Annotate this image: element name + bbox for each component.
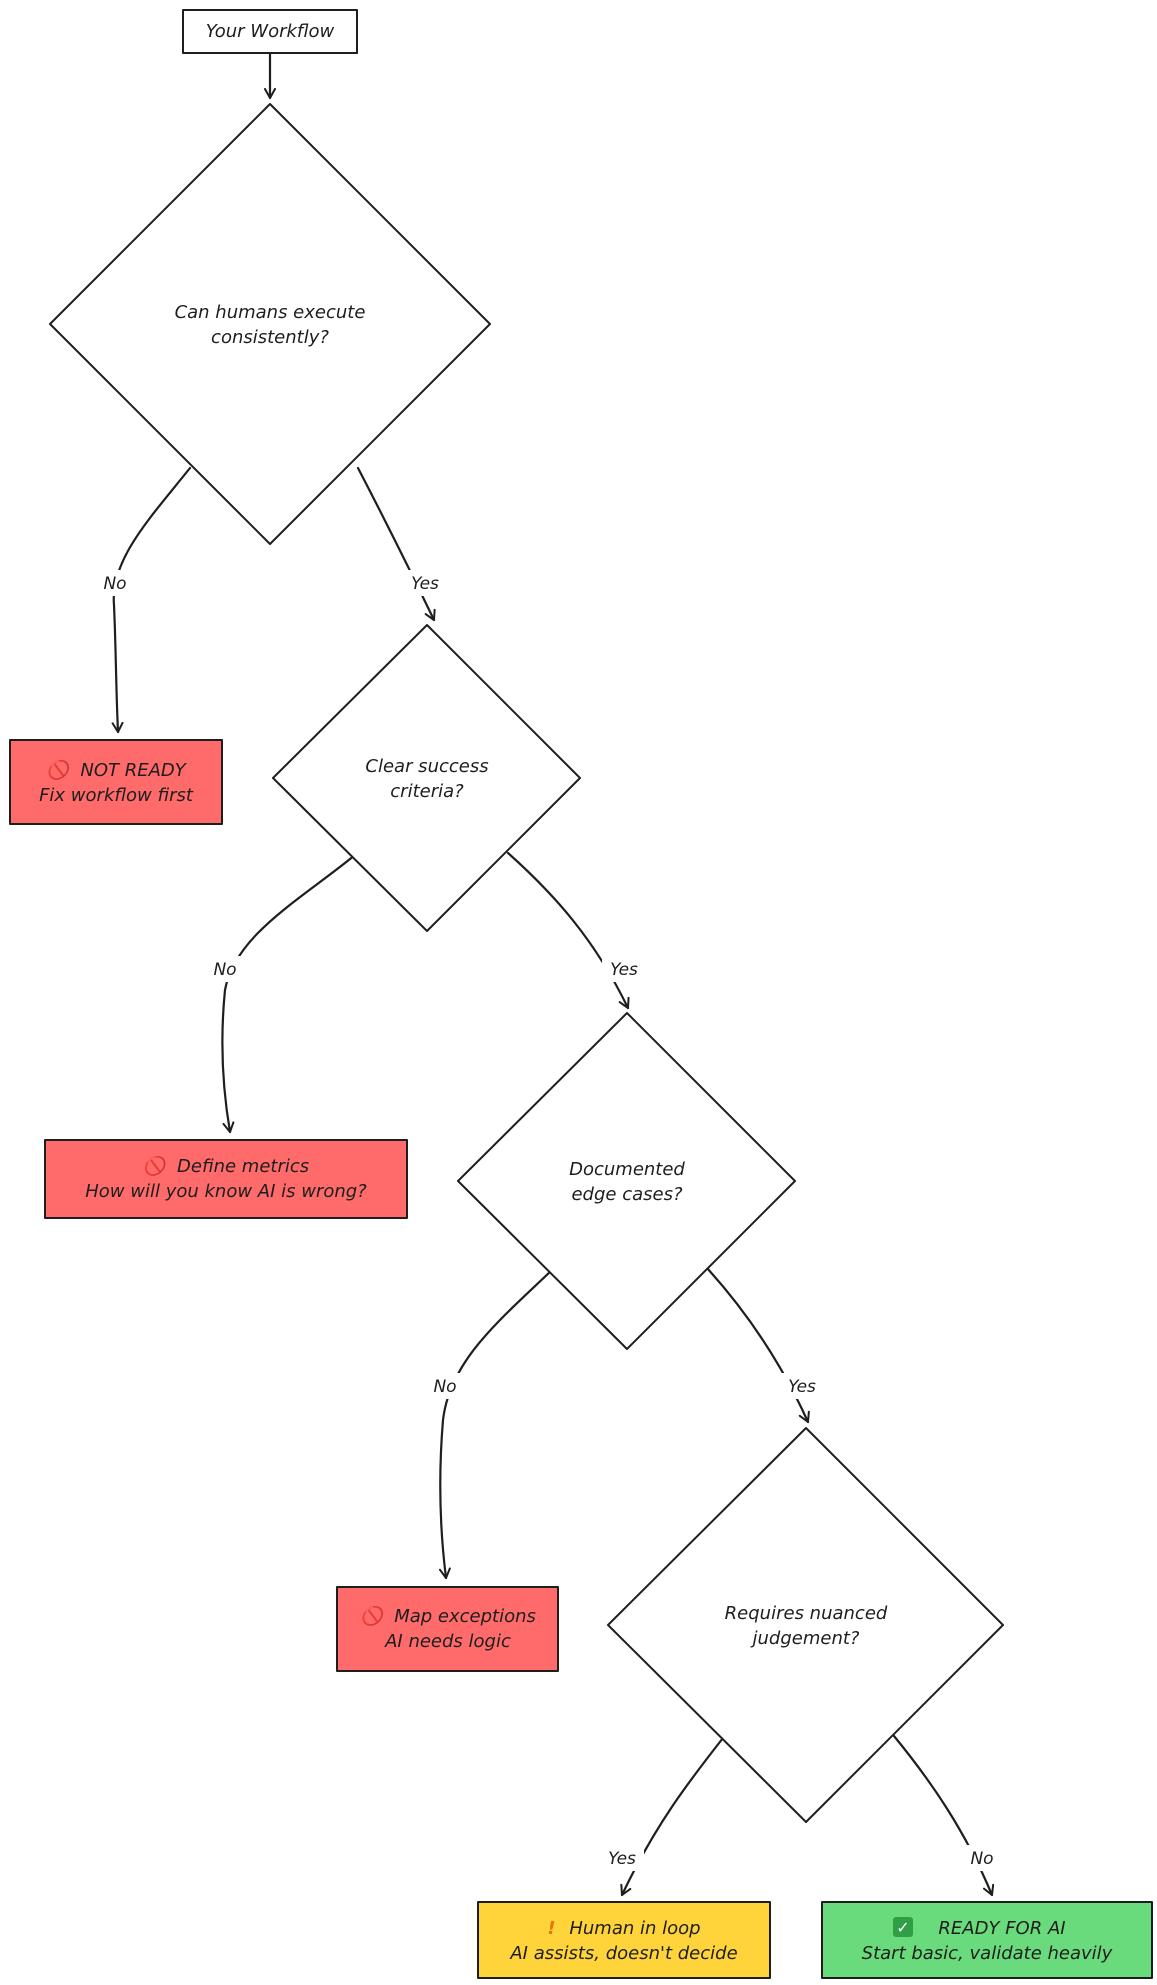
- svg-text:Can humans execute: Can humans execute: [175, 302, 366, 323]
- svg-text:AI needs logic: AI needs logic: [384, 1631, 511, 1652]
- svg-text:Fix workflow first: Fix workflow first: [39, 785, 194, 806]
- decision-success-criteria: Clear success criteria?: [272, 624, 581, 932]
- edge-label-q3-no: No: [428, 1373, 462, 1399]
- svg-text:No: No: [433, 1377, 456, 1397]
- svg-text:🚫 Map exceptions: 🚫 Map exceptions: [360, 1605, 536, 1627]
- svg-text:Yes: Yes: [608, 1849, 636, 1869]
- result-human-in-loop: ! Human in loop AI assists, doesn't deci…: [477, 1901, 771, 1979]
- edge-q1-no: [111, 466, 192, 734]
- svg-text:How will you know AI is wrong?: How will you know AI is wrong?: [85, 1181, 367, 1202]
- edge-q1-yes: [356, 466, 436, 622]
- result-ready-for-ai: ✓ READY FOR AI Start basic, validate hea…: [821, 1901, 1153, 1979]
- start-node: Your Workflow: [182, 9, 358, 54]
- svg-text:READY FOR AI: READY FOR AI: [938, 1918, 1065, 1939]
- edge-q2-no: [221, 853, 357, 1134]
- svg-text:Documented: Documented: [569, 1159, 685, 1180]
- svg-text:Clear success: Clear success: [365, 756, 488, 777]
- no-entry-icon: 🚫: [143, 1155, 169, 1177]
- edge-label-q4-yes: Yes: [600, 1845, 644, 1871]
- no-entry-icon: 🚫: [46, 759, 72, 781]
- svg-text:Start basic, validate heavily: Start basic, validate heavily: [862, 1943, 1113, 1964]
- edge-label-q1-no: No: [98, 570, 132, 596]
- edge-q4-no: [892, 1734, 995, 1897]
- decision-humans-execute: Can humans execute consistently?: [49, 103, 491, 545]
- svg-text:Yes: Yes: [411, 574, 439, 594]
- start-node-label: Your Workflow: [206, 21, 335, 42]
- decision-nuanced-judgement: Requires nuanced judgement?: [607, 1427, 1004, 1823]
- svg-text:🚫 NOT READY: 🚫 NOT READY: [46, 759, 188, 781]
- svg-text:Yes: Yes: [788, 1377, 816, 1397]
- edge-label-q3-yes: Yes: [780, 1373, 824, 1399]
- result-define-metrics: 🚫 Define metrics How will you know AI is…: [44, 1139, 408, 1219]
- edge-q2-yes: [506, 851, 630, 1010]
- svg-text:judgement?: judgement?: [750, 1628, 860, 1649]
- check-icon: [893, 1917, 913, 1937]
- svg-text:No: No: [970, 1849, 993, 1869]
- edge-label-q2-no: No: [208, 956, 242, 982]
- svg-text:🚫 Define metrics: 🚫 Define metrics: [143, 1155, 309, 1177]
- svg-text:consistently?: consistently?: [211, 327, 329, 348]
- edge-q3-no: [438, 1268, 554, 1580]
- svg-text:No: No: [213, 960, 236, 980]
- edge-q3-yes: [705, 1266, 810, 1424]
- warning-icon: !: [547, 1918, 555, 1939]
- svg-text:AI assists, doesn't decide: AI assists, doesn't decide: [509, 1943, 737, 1964]
- svg-text:Yes: Yes: [610, 960, 638, 980]
- result-map-exceptions: 🚫 Map exceptions AI needs logic: [336, 1586, 559, 1672]
- svg-text:✓: ✓: [896, 1918, 909, 1937]
- edge-q4-yes: [620, 1736, 725, 1897]
- svg-text:criteria?: criteria?: [390, 781, 464, 802]
- svg-text:No: No: [103, 574, 126, 594]
- svg-text:! Human in loop: ! Human in loop: [547, 1918, 700, 1939]
- no-entry-icon: 🚫: [360, 1605, 386, 1627]
- edge-label-q4-no: No: [965, 1845, 999, 1871]
- svg-text:Requires nuanced: Requires nuanced: [725, 1603, 888, 1624]
- edge-label-q1-yes: Yes: [403, 570, 447, 596]
- result-not-ready: 🚫 NOT READY Fix workflow first: [9, 739, 223, 825]
- svg-text:edge cases?: edge cases?: [571, 1184, 682, 1205]
- edge-label-q2-yes: Yes: [602, 956, 646, 982]
- decision-edge-cases: Documented edge cases?: [457, 1012, 796, 1350]
